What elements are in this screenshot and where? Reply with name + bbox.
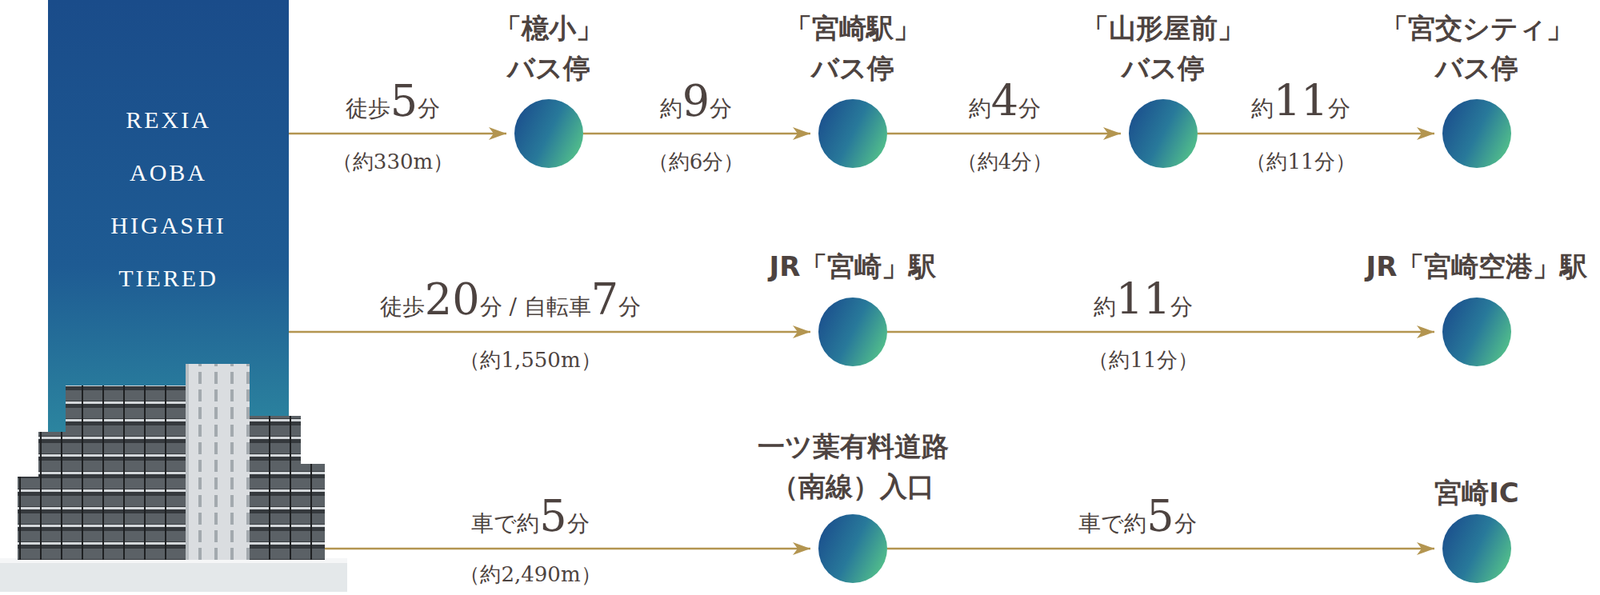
text-line: 「宮崎駅」 [784, 8, 921, 48]
building-tower [185, 364, 250, 560]
time-number: 20 [424, 274, 480, 325]
route-arrow [288, 331, 811, 334]
text-line: バス停 [1081, 48, 1245, 88]
circle-fill [818, 514, 888, 584]
text-line: HIGASHI [48, 199, 289, 252]
text-line: 「山形屋前」 [1081, 8, 1245, 48]
circle-shape [818, 514, 888, 584]
time-number: 4 [991, 76, 1019, 127]
time-label: 約11分 [1251, 80, 1352, 124]
circle-fill [1128, 99, 1198, 168]
circle-shape [1442, 297, 1512, 367]
circle-fill [1442, 514, 1512, 584]
text-line: （南線）入口 [757, 466, 949, 507]
circle-fill [818, 297, 888, 367]
building-wing [65, 385, 188, 560]
station-name: JR「宮崎空港」駅 [1366, 246, 1588, 287]
circle-fill [1442, 297, 1512, 367]
circle-fill [514, 99, 584, 168]
text-line: JR「宮崎」駅 [769, 246, 937, 287]
text-line: AOBA [48, 146, 289, 200]
time-label: 約11分 [1093, 278, 1194, 322]
text-line: JR「宮崎空港」駅 [1366, 246, 1588, 287]
text-line: REXIA [48, 93, 289, 147]
building-name: REXIA AOBA HIGASHI TIERED [48, 93, 289, 305]
circle-fill [818, 99, 888, 168]
building-base [0, 558, 348, 592]
text-line: バス停 [494, 48, 604, 88]
station-circle: 「檍小」 バス停 [514, 99, 584, 168]
time-number: 9 [682, 76, 710, 127]
station-circle: 一ツ葉有料道路 （南線）入口 [818, 514, 888, 584]
text-line: 宮崎IC [1434, 472, 1520, 513]
route-arrow [887, 548, 1435, 551]
building-edge [185, 364, 189, 560]
station-name: 「宮崎駅」 バス停 [784, 8, 921, 88]
station-circle: 「宮崎駅」 バス停 [818, 99, 888, 168]
station-circle: 宮崎IC [1442, 514, 1512, 584]
note-label: （約330m） [332, 149, 454, 175]
time-label: 徒歩20分 / 自転車7分 [380, 278, 641, 322]
circle-shape [1442, 99, 1512, 168]
note-label: （約11分） [1088, 348, 1198, 373]
station-name: 「山形屋前」 バス停 [1081, 8, 1245, 88]
time-label: 約9分 [660, 80, 732, 124]
station-circle: JR「宮崎」駅 [818, 297, 888, 367]
time-number: 11 [1273, 76, 1329, 127]
route-arrow [887, 132, 1121, 136]
note-label: （約11分） [1245, 149, 1356, 175]
circle-shape [514, 99, 584, 168]
text-line: 「檍小」 [494, 8, 604, 48]
station-circle: JR「宮崎空港」駅 [1442, 297, 1512, 367]
note-label: （約2,490m） [459, 562, 601, 588]
circle-shape [818, 297, 888, 367]
route-arrow [288, 548, 811, 551]
time-label: 徒歩5分 [345, 80, 440, 124]
station-circle: 「山形屋前」 バス停 [1128, 99, 1198, 168]
circle-fill [1442, 99, 1512, 168]
time-number: 5 [539, 491, 567, 542]
note-label: （約4分） [956, 149, 1054, 175]
text-line: 一ツ葉有料道路 [757, 426, 949, 467]
station-name: 宮崎IC [1434, 472, 1520, 513]
station-name: 一ツ葉有料道路 （南線）入口 [757, 426, 949, 507]
circle-shape [1128, 99, 1198, 168]
station-name: 「宮交シティ」 バス停 [1380, 8, 1574, 88]
route-arrow [583, 132, 811, 136]
time-label: 車で約5分 [471, 495, 589, 539]
text-line: バス停 [1380, 48, 1574, 88]
text-line: 「宮交シティ」 [1380, 8, 1574, 48]
circle-shape [818, 99, 888, 168]
station-circle: 「宮交シティ」 バス停 [1442, 99, 1512, 168]
time-label: 約4分 [968, 80, 1041, 124]
building-wing [249, 464, 325, 560]
station-name: 「檍小」 バス停 [494, 8, 604, 88]
circle-shape [1442, 514, 1512, 584]
route-arrow [1197, 132, 1435, 136]
station-name: JR「宮崎」駅 [769, 246, 937, 287]
note-label: （約6分） [648, 149, 745, 175]
text-line: バス停 [784, 48, 921, 88]
note-label: （約1,550m） [459, 348, 601, 373]
time-label: 車で約5分 [1078, 495, 1196, 539]
title-box: REXIA AOBA HIGASHI TIERED [48, 0, 289, 592]
time-number: 5 [390, 76, 418, 127]
route-arrow [887, 331, 1435, 334]
time-number: 11 [1116, 274, 1172, 325]
text-line: TIERED [48, 252, 289, 305]
time-number: 5 [1146, 491, 1174, 542]
route-arrow [288, 132, 507, 136]
time-number: 7 [591, 274, 619, 325]
